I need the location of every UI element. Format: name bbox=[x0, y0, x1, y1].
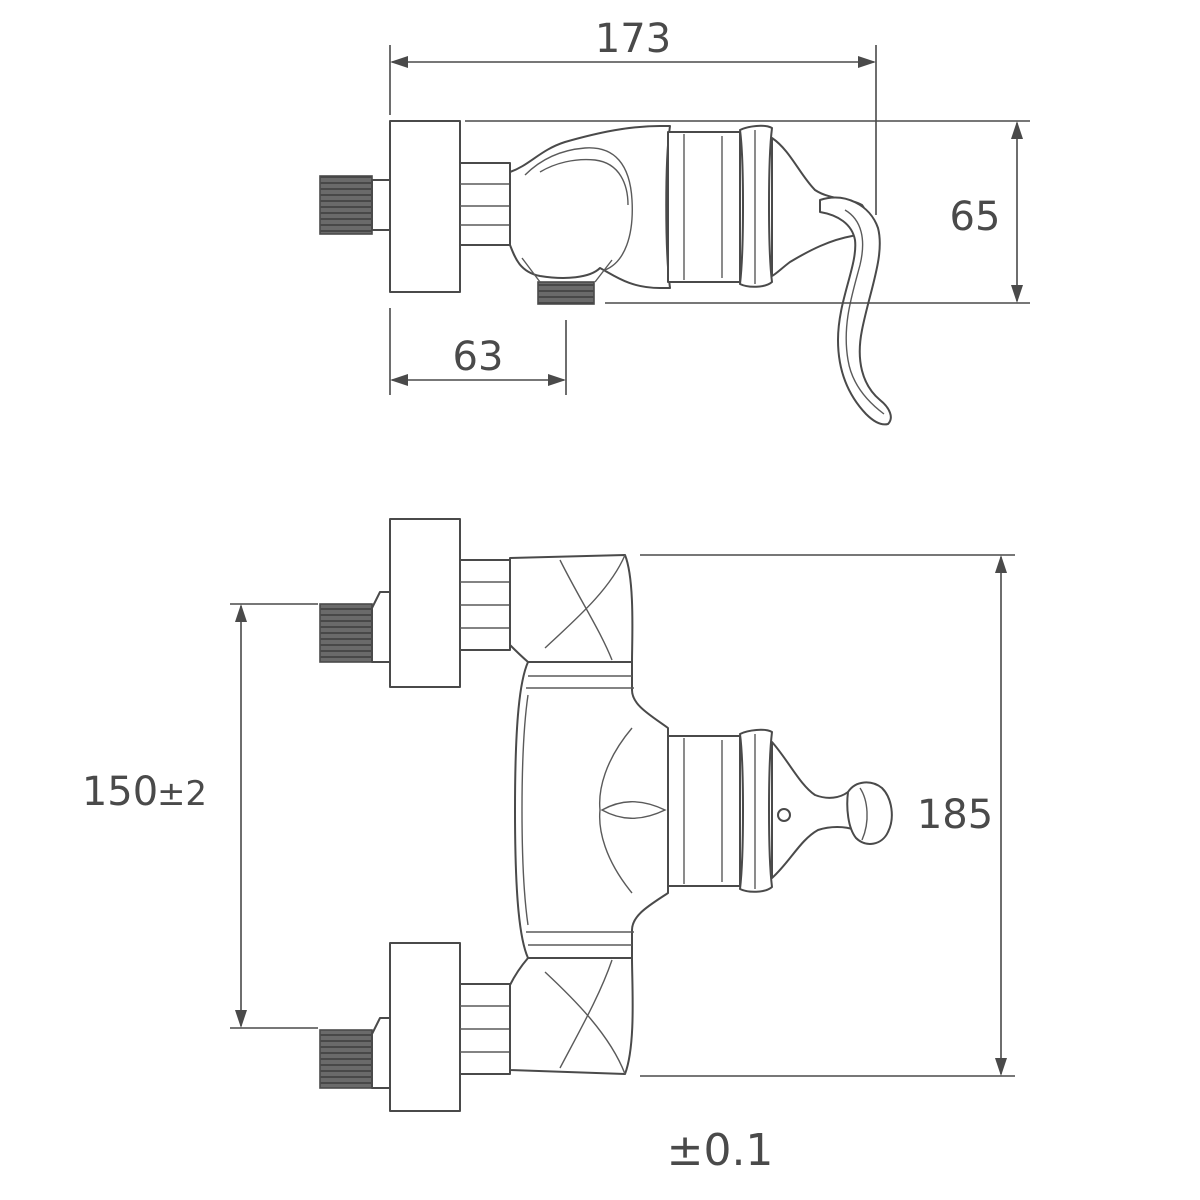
dim-label-173: 173 bbox=[595, 16, 671, 62]
front-upper-flange bbox=[389, 518, 461, 688]
front-cartridge-ring bbox=[739, 728, 773, 893]
front-lever-tip bbox=[846, 781, 893, 845]
general-tolerance-note: ±0.1 bbox=[667, 1125, 774, 1176]
front-central-barrel bbox=[514, 661, 669, 959]
front-lower-elbow bbox=[509, 957, 634, 1075]
top-inlet-thread bbox=[319, 175, 373, 235]
front-view bbox=[319, 518, 893, 1112]
top-dimensions: 173 65 63 bbox=[389, 16, 1030, 395]
front-dimensions: 150 ±2 185 bbox=[82, 554, 1015, 1077]
front-upper-inlet-thread bbox=[319, 603, 373, 663]
top-valve-body bbox=[509, 125, 671, 289]
front-lower-inlet-thread bbox=[319, 1029, 373, 1089]
top-inlet-neck bbox=[371, 179, 391, 231]
top-hex-nut bbox=[459, 162, 511, 246]
dim-label-150-tolerance: ±2 bbox=[157, 774, 207, 814]
front-set-screw bbox=[777, 808, 791, 822]
front-cartridge-collar bbox=[667, 735, 741, 887]
front-lower-flange bbox=[389, 942, 461, 1112]
top-lever-handle bbox=[819, 196, 892, 426]
dim-label-150: 150 bbox=[82, 769, 158, 815]
top-outlet-thread bbox=[537, 281, 595, 305]
dim-label-185: 185 bbox=[917, 792, 993, 838]
dim-label-63: 63 bbox=[453, 334, 504, 380]
top-cartridge-collar bbox=[667, 131, 741, 283]
dim-label-65: 65 bbox=[950, 194, 1001, 240]
top-view bbox=[319, 120, 892, 426]
top-cartridge-ring bbox=[739, 124, 773, 288]
front-upper-elbow bbox=[509, 554, 634, 663]
top-wall-flange bbox=[389, 120, 461, 293]
